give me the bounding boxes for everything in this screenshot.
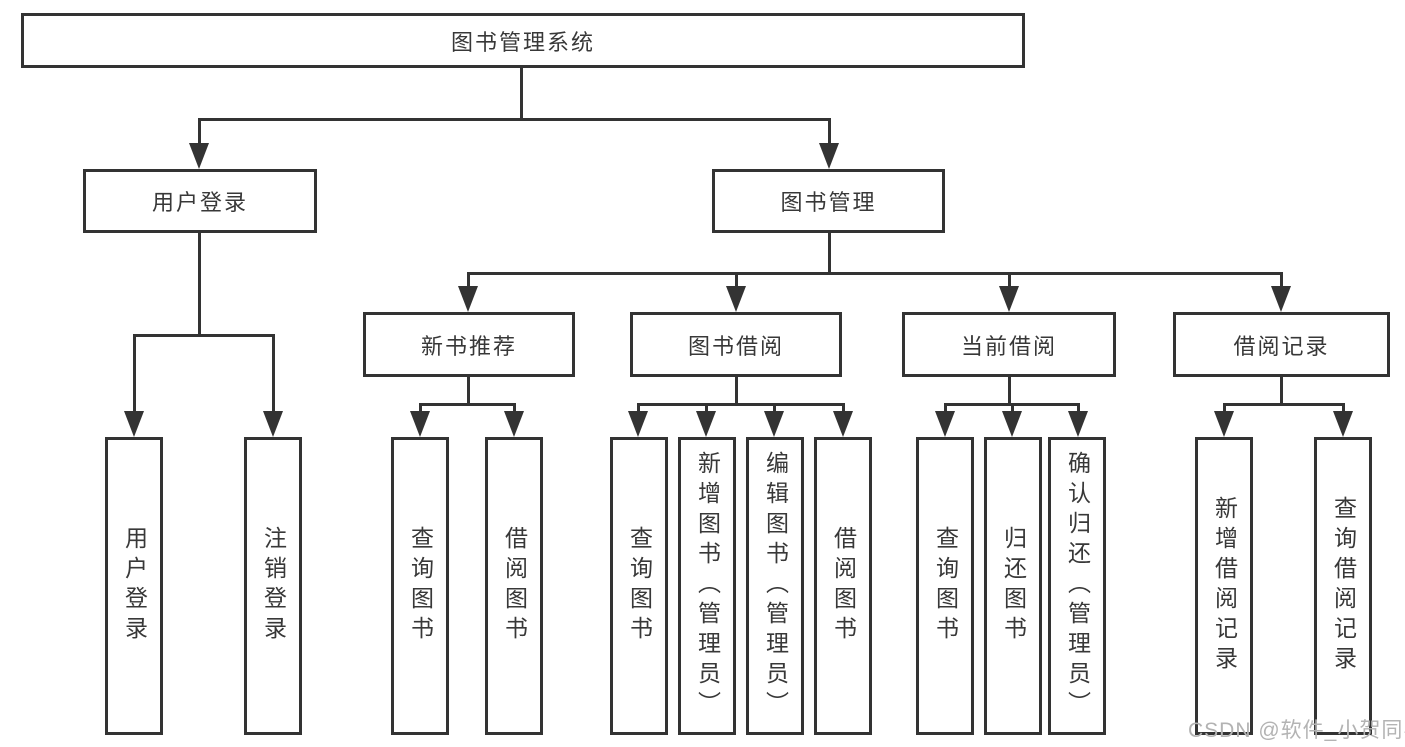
leaf-query-books-recommend: 查询图书 — [391, 437, 449, 735]
leaf-label: 查询图书 — [626, 526, 653, 646]
connector-drop — [198, 118, 201, 146]
leaf-label: 归还图书 — [1000, 526, 1027, 646]
connector-drop — [272, 334, 275, 412]
arrowhead-down — [764, 411, 784, 437]
connector-book-management-stem — [828, 233, 831, 274]
arrowhead-down — [263, 411, 283, 437]
connector-stem — [1008, 377, 1011, 406]
arrowhead-down — [935, 411, 955, 437]
connector-drop — [1342, 403, 1345, 413]
leaf-query-borrow-record: 查询借阅记录 — [1314, 437, 1372, 735]
node-new-book-recommendation: 新书推荐 — [363, 312, 575, 377]
leaf-label: 查询图书 — [407, 526, 434, 646]
leaf-label: 查询借阅记录 — [1330, 496, 1357, 676]
arrowhead-down — [628, 411, 648, 437]
node-borrowing-records: 借阅记录 — [1173, 312, 1390, 377]
leaf-query-books-current: 查询图书 — [916, 437, 974, 735]
connector-drop — [1011, 403, 1014, 413]
connector-user-login-stem — [198, 233, 201, 336]
arrowhead-down — [124, 411, 144, 437]
node-library-management-system: 图书管理系统 — [21, 13, 1025, 68]
leaf-query-books-borrow: 查询图书 — [610, 437, 668, 735]
leaf-label: 借阅图书 — [501, 526, 528, 646]
node-user-login: 用户登录 — [83, 169, 317, 233]
connector-stem — [735, 377, 738, 406]
connector-user-login-branch — [133, 334, 275, 337]
connector-drop — [133, 334, 136, 412]
connector-drop — [828, 118, 831, 146]
arrowhead-down — [1333, 411, 1353, 437]
connector-drop — [1008, 272, 1011, 288]
leaf-borrow-books-recommend: 借阅图书 — [485, 437, 543, 735]
node-current-borrowing: 当前借阅 — [902, 312, 1116, 377]
connector-drop — [944, 403, 947, 413]
arrowhead-down — [1068, 411, 1088, 437]
arrowhead-down — [1002, 411, 1022, 437]
leaf-label: 用户登录 — [121, 526, 148, 646]
leaf-label: 新增图书（管理员） — [694, 451, 721, 721]
arrowhead-down — [833, 411, 853, 437]
connector-drop — [735, 272, 738, 288]
leaf-label: 查询图书 — [932, 526, 959, 646]
connector-drop — [419, 403, 422, 413]
connector-drop — [842, 403, 845, 413]
connector-drop — [1223, 403, 1226, 413]
arrowhead-down — [999, 286, 1019, 312]
csdn-watermark: CSDN @软件_小贺同学 — [1188, 719, 1405, 742]
arrowhead-down — [1271, 286, 1291, 312]
leaf-label: 确认归还（管理员） — [1064, 451, 1091, 721]
connector-drop — [467, 272, 470, 288]
connector-drop — [1280, 272, 1283, 288]
arrowhead-down — [819, 143, 839, 169]
arrowhead-down — [189, 143, 209, 169]
arrowhead-down — [726, 286, 746, 312]
leaf-label: 新增借阅记录 — [1211, 496, 1238, 676]
leaf-label: 借阅图书 — [830, 526, 857, 646]
connector-stem — [467, 377, 470, 406]
connector-drop — [637, 403, 640, 413]
connector-level2-branch — [198, 118, 831, 121]
connector-level3-branch — [467, 272, 1283, 275]
arrowhead-down — [458, 286, 478, 312]
connector-branch — [637, 403, 845, 406]
connector-root-stem — [520, 68, 523, 119]
node-book-management: 图书管理 — [712, 169, 945, 233]
connector-branch — [1223, 403, 1345, 406]
arrowhead-down — [504, 411, 524, 437]
arrowhead-down — [1214, 411, 1234, 437]
connector-drop — [773, 403, 776, 413]
connector-drop — [1077, 403, 1080, 413]
connector-drop — [705, 403, 708, 413]
connector-drop — [513, 403, 516, 413]
leaf-confirm-return-admin: 确认归还（管理员） — [1048, 437, 1106, 735]
leaf-label: 编辑图书（管理员） — [762, 451, 789, 721]
arrowhead-down — [696, 411, 716, 437]
leaf-user-login: 用户登录 — [105, 437, 163, 735]
leaf-add-borrow-record: 新增借阅记录 — [1195, 437, 1253, 735]
leaf-add-books-admin: 新增图书（管理员） — [678, 437, 736, 735]
leaf-label: 注销登录 — [260, 526, 287, 646]
leaf-logout: 注销登录 — [244, 437, 302, 735]
arrowhead-down — [410, 411, 430, 437]
connector-branch — [419, 403, 516, 406]
leaf-borrow-books: 借阅图书 — [814, 437, 872, 735]
leaf-return-books: 归还图书 — [984, 437, 1042, 735]
node-book-borrowing: 图书借阅 — [630, 312, 842, 377]
connector-stem — [1280, 377, 1283, 406]
leaf-edit-books-admin: 编辑图书（管理员） — [746, 437, 804, 735]
